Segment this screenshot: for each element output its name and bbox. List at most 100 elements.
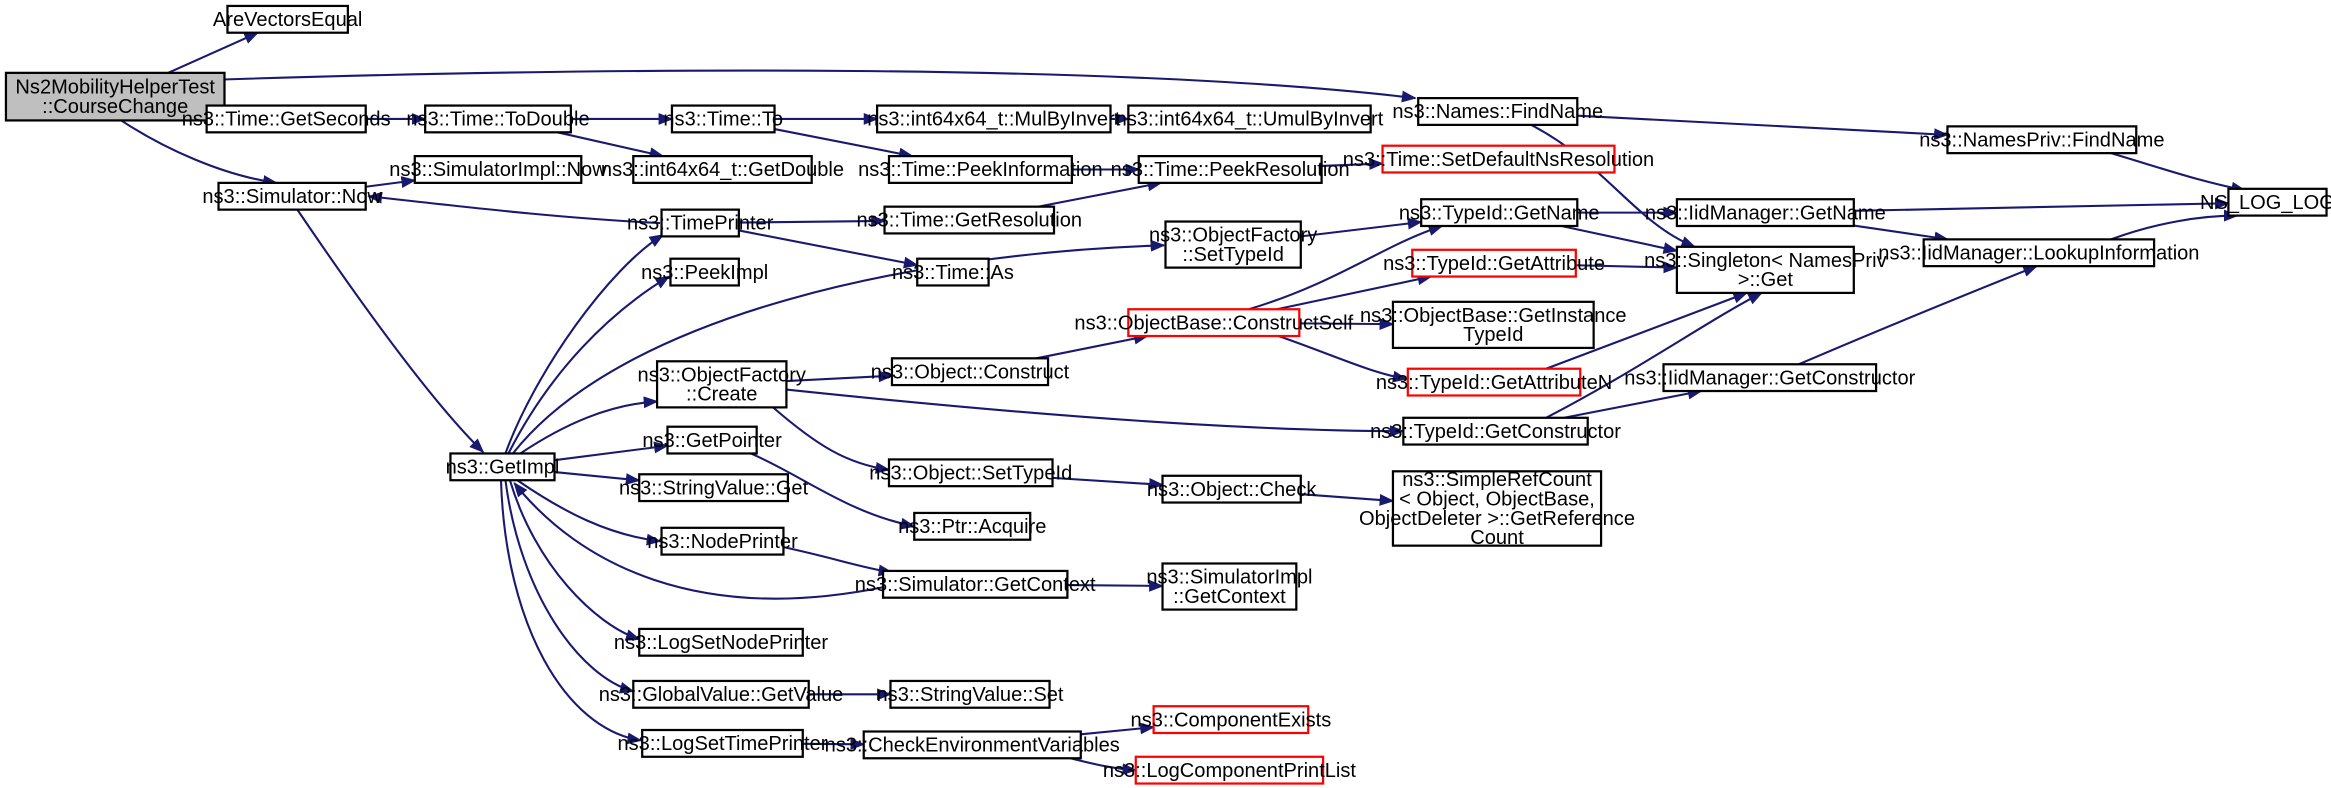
node-time-get-resolution[interactable]: ns3::Time::GetResolution [856,205,1082,235]
node-label: ns3::NodePrinter [647,531,798,553]
node-get-impl[interactable]: ns3::GetImpl [446,452,560,482]
node-are-vectors-equal[interactable]: AreVectorsEqual [213,4,362,34]
node-box [1381,144,1616,174]
node-node-printer[interactable]: ns3::NodePrinter [647,526,798,556]
node-label: ns3::Time::GetSeconds [182,109,391,131]
node-label: ns3::CheckEnvironmentVariables [825,735,1120,757]
edge-object-base-construct-self-to-type-id-get-name [1248,224,1444,311]
edge-time-get-resolution-to-time-peek-resolution [1038,179,1163,208]
node-int64-mul-by-invert[interactable]: ns3::int64x64_t::MulByInvert [867,104,1121,134]
node-label: ns3::IidManager::GetName [1645,202,1886,224]
node-ptr-acquire[interactable]: ns3::Ptr::Acquire [898,511,1046,541]
node-label: ns3::ComponentExists [1131,709,1332,731]
node-time-to[interactable]: ns3::Time::To [663,104,783,134]
node-names-priv-find-name[interactable]: ns3::NamesPriv::FindName [1919,125,2164,155]
node-simple-ref-count[interactable]: ns3::SimpleRefCount< Object, ObjectBase,… [1359,469,1635,549]
node-component-exists[interactable]: ns3::ComponentExists [1131,705,1332,735]
edge-simulator-get-context-to-simulator-impl-get-context [1067,579,1165,592]
edge-get-impl-to-log-set-node-printer [508,479,641,641]
node-time-peek-information[interactable]: ns3::Time::PeekInformation [858,154,1103,184]
node-object-base-construct-self[interactable]: ns3::ObjectBase::ConstructSelf [1074,308,1354,338]
node-names-find-name[interactable]: ns3::Names::FindName [1392,97,1603,127]
node-time-as[interactable]: ns3::Time::As [892,257,1014,287]
node-label: ns3::Simulator::Now [202,186,382,208]
node-box [875,104,1112,134]
node-box [2227,187,2328,217]
node-label: ns3::ObjectBase::ConstructSelf [1074,312,1353,334]
node-time-peek-resolution[interactable]: ns3::Time::PeekResolution [1111,154,1350,184]
node-box [670,104,776,134]
node-type-id-get-attribute-n[interactable]: ns3::TypeId::GetAttributeN [1376,367,1612,397]
node-label: ns3::LogSetNodePrinter [614,632,828,654]
node-object-factory-create[interactable]: ns3::ObjectFactory::Create [638,360,806,409]
node-log-set-time-printer[interactable]: ns3::LogSetTimePrinter [617,728,828,758]
node-log-component-print-list[interactable]: ns3::LogComponentPrintList [1103,755,1357,785]
node-simulator-get-context[interactable]: ns3::Simulator::GetContext [855,569,1096,599]
node-singleton-get[interactable]: ns3::Singleton< NamesPriv >::Get [1644,245,1887,295]
node-label: ns3::Object::SetTypeId [869,462,1072,484]
node-object-check[interactable]: ns3::Object::Check [1147,474,1317,504]
node-box [1402,416,1589,446]
node-box [449,452,556,482]
node-int64-get-double[interactable]: ns3::int64x64_t::GetDouble [601,154,844,184]
edge-get-impl-to-log-set-time-printer [499,480,643,745]
edge-get-impl-to-string-value-get [554,471,641,485]
node-ns-log-logic[interactable]: NS_LOG_LOGIC [2200,187,2331,217]
node-simulator-impl-get-context[interactable]: ns3::SimulatorImpl::GetContext [1146,562,1312,611]
node-type-id-get-constructor[interactable]: ns3::TypeId::GetConstructor [1370,416,1621,446]
node-object-factory-set-type-id[interactable]: ns3::ObjectFactory::SetTypeId [1149,220,1317,269]
node-time-set-default-ns-resolution[interactable]: ns3::Time::SetDefaultNsResolution [1343,144,1654,174]
call-edges [118,31,2247,776]
node-iid-manager-lookup-information[interactable]: ns3::IidManager::LookupInformation [1878,238,2199,268]
node-get-pointer[interactable]: ns3::GetPointer [642,425,782,455]
node-box [1946,125,2138,155]
edge-time-printer-to-time-get-resolution [738,215,887,228]
node-label: ::SetTypeId [1182,244,1283,266]
node-peek-impl[interactable]: ns3::PeekImpl [641,257,768,287]
edge-get-impl-to-object-factory-set-type-id [512,239,1166,455]
edge-type-id-get-name-to-singleton-get [1561,224,1679,254]
node-label: ns3::StringValue::Get [619,477,809,499]
edge-iid-manager-get-name-to-iid-manager-lookup-information [1853,224,1950,244]
node-label: ::GetContext [1173,586,1286,608]
node-label: ns3::GetPointer [642,430,782,452]
node-box [655,360,788,409]
node-check-environment-variables[interactable]: ns3::CheckEnvironmentVariables [825,730,1120,760]
node-object-set-type-id[interactable]: ns3::Object::SetTypeId [869,458,1072,488]
node-iid-manager-get-name[interactable]: ns3::IidManager::GetName [1645,198,1886,228]
node-time-to-double[interactable]: ns3::Time::ToDouble [406,104,590,134]
node-iid-manager-get-constructor[interactable]: ns3::IidManager::GetConstructor [1624,363,1916,393]
edge-root-to-are-vectors-equal [167,31,260,74]
node-label: Count [1470,527,1524,549]
node-box [638,473,790,503]
node-object-construct[interactable]: ns3::Object::Construct [871,357,1070,387]
node-label: ns3::TimePrinter [627,213,774,235]
node-log-set-node-printer[interactable]: ns3::LogSetNodePrinter [614,627,828,657]
edge-get-impl-to-node-printer [516,479,662,546]
edge-object-factory-create-to-object-set-type-id [772,406,891,474]
edge-type-id-get-attribute-n-to-singleton-get [1545,291,1749,370]
node-time-get-seconds[interactable]: ns3::Time::GetSeconds [182,104,391,134]
node-int64-umul-by-invert[interactable]: ns3::int64x64_t::UmulByInvert [1116,104,1384,134]
node-box [1161,474,1302,504]
node-label: ns3::int64x64_t::UmulByInvert [1116,109,1384,131]
node-label: ns3::TypeId::GetConstructor [1370,421,1621,443]
node-global-value-get-value[interactable]: ns3::GlobalValue::GetValue [599,679,844,709]
node-box [4,71,226,122]
node-type-id-get-attribute[interactable]: ns3::TypeId::GetAttribute [1383,248,1605,278]
node-simulator-impl-now[interactable]: ns3::SimulatorImpl::Now [389,154,607,184]
node-root[interactable]: Ns2MobilityHelperTest::CourseChange [4,71,226,122]
node-label: ns3::Ptr::Acquire [898,516,1046,538]
edge-object-base-construct-self-to-type-id-get-attribute-n [1278,335,1408,383]
node-simulator-now[interactable]: ns3::Simulator::Now [202,181,382,211]
edge-object-construct-to-object-base-construct-self [1036,332,1149,360]
node-time-printer[interactable]: ns3::TimePrinter [627,208,774,238]
node-string-value-set[interactable]: ns3::StringValue::Set [877,679,1064,709]
node-string-value-get[interactable]: ns3::StringValue::Get [619,473,809,503]
node-label: ns3::Time::PeekInformation [858,159,1103,181]
edge-get-pointer-to-ptr-acquire [750,452,916,530]
node-type-id-get-name[interactable]: ns3::TypeId::GetName [1399,198,1600,228]
node-box [1922,238,2156,268]
node-box [413,154,583,184]
